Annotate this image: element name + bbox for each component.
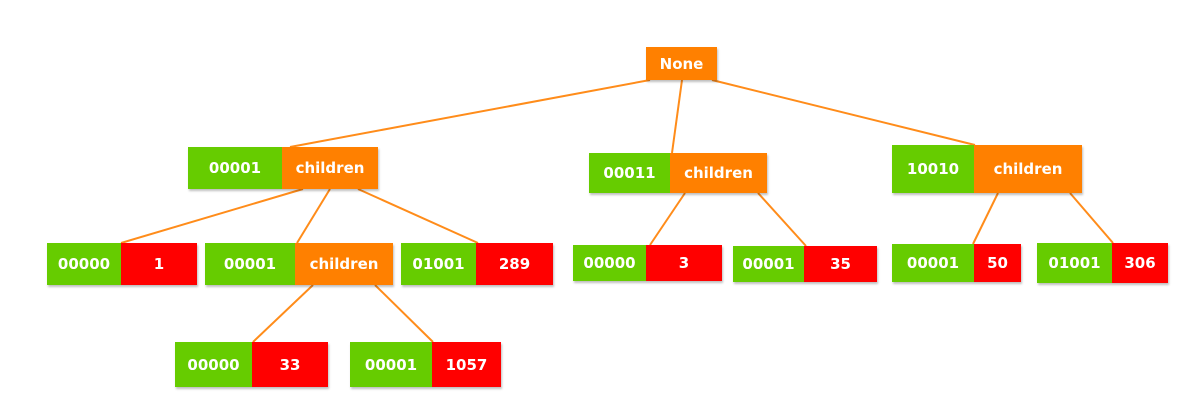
tree-edge: [289, 79, 651, 148]
node-value: 1057: [432, 342, 501, 387]
node-value: 35: [804, 246, 877, 282]
tree-edge: [374, 284, 434, 343]
node-key: 01001: [1037, 243, 1112, 283]
node-00001-level1: 00001 children: [188, 147, 378, 189]
leaf-00001-1057: 00001 1057: [350, 342, 501, 387]
node-key: 00001: [205, 243, 295, 285]
leaf-00000-1: 00000 1: [47, 243, 197, 285]
node-10010-level1: 10010 children: [892, 145, 1082, 193]
tree-edge: [296, 188, 331, 244]
node-key: 10010: [892, 145, 974, 193]
node-key: 00001: [733, 246, 804, 282]
node-children-label: children: [974, 145, 1082, 193]
node-children-label: children: [282, 147, 378, 189]
node-key: 00000: [47, 243, 121, 285]
node-value: 50: [974, 244, 1021, 282]
node-value: 1: [121, 243, 197, 285]
node-value: 306: [1112, 243, 1168, 283]
node-value: 3: [646, 245, 722, 281]
node-children-label: children: [295, 243, 393, 285]
tree-edge: [711, 79, 976, 146]
node-key: 00011: [589, 153, 670, 193]
node-00011-level1: 00011 children: [589, 153, 767, 193]
tree-edge: [671, 79, 683, 154]
node-key: 00000: [175, 342, 252, 387]
node-key: 00001: [350, 342, 432, 387]
node-00001-level2: 00001 children: [205, 243, 393, 285]
node-key: 01001: [401, 243, 476, 285]
root-node: None: [646, 47, 717, 80]
tree-edge: [649, 192, 686, 246]
tree-edge: [252, 284, 314, 343]
leaf-01001-306: 01001 306: [1037, 243, 1168, 283]
tree-edge: [972, 192, 999, 245]
node-value: 33: [252, 342, 328, 387]
leaf-00000-33: 00000 33: [175, 342, 328, 387]
node-children-label: children: [670, 153, 767, 193]
root-label: None: [646, 47, 717, 80]
leaf-00000-3: 00000 3: [573, 245, 722, 281]
node-value: 289: [476, 243, 553, 285]
tree-edge: [1069, 192, 1114, 244]
leaf-00001-35: 00001 35: [733, 246, 877, 282]
tree-edge: [120, 188, 304, 244]
leaf-00001-50: 00001 50: [892, 244, 1021, 282]
leaf-01001-289: 01001 289: [401, 243, 553, 285]
node-key: 00001: [892, 244, 974, 282]
node-key: 00001: [188, 147, 282, 189]
tree-edge: [757, 192, 807, 247]
node-key: 00000: [573, 245, 646, 281]
tree-edge: [357, 188, 479, 244]
